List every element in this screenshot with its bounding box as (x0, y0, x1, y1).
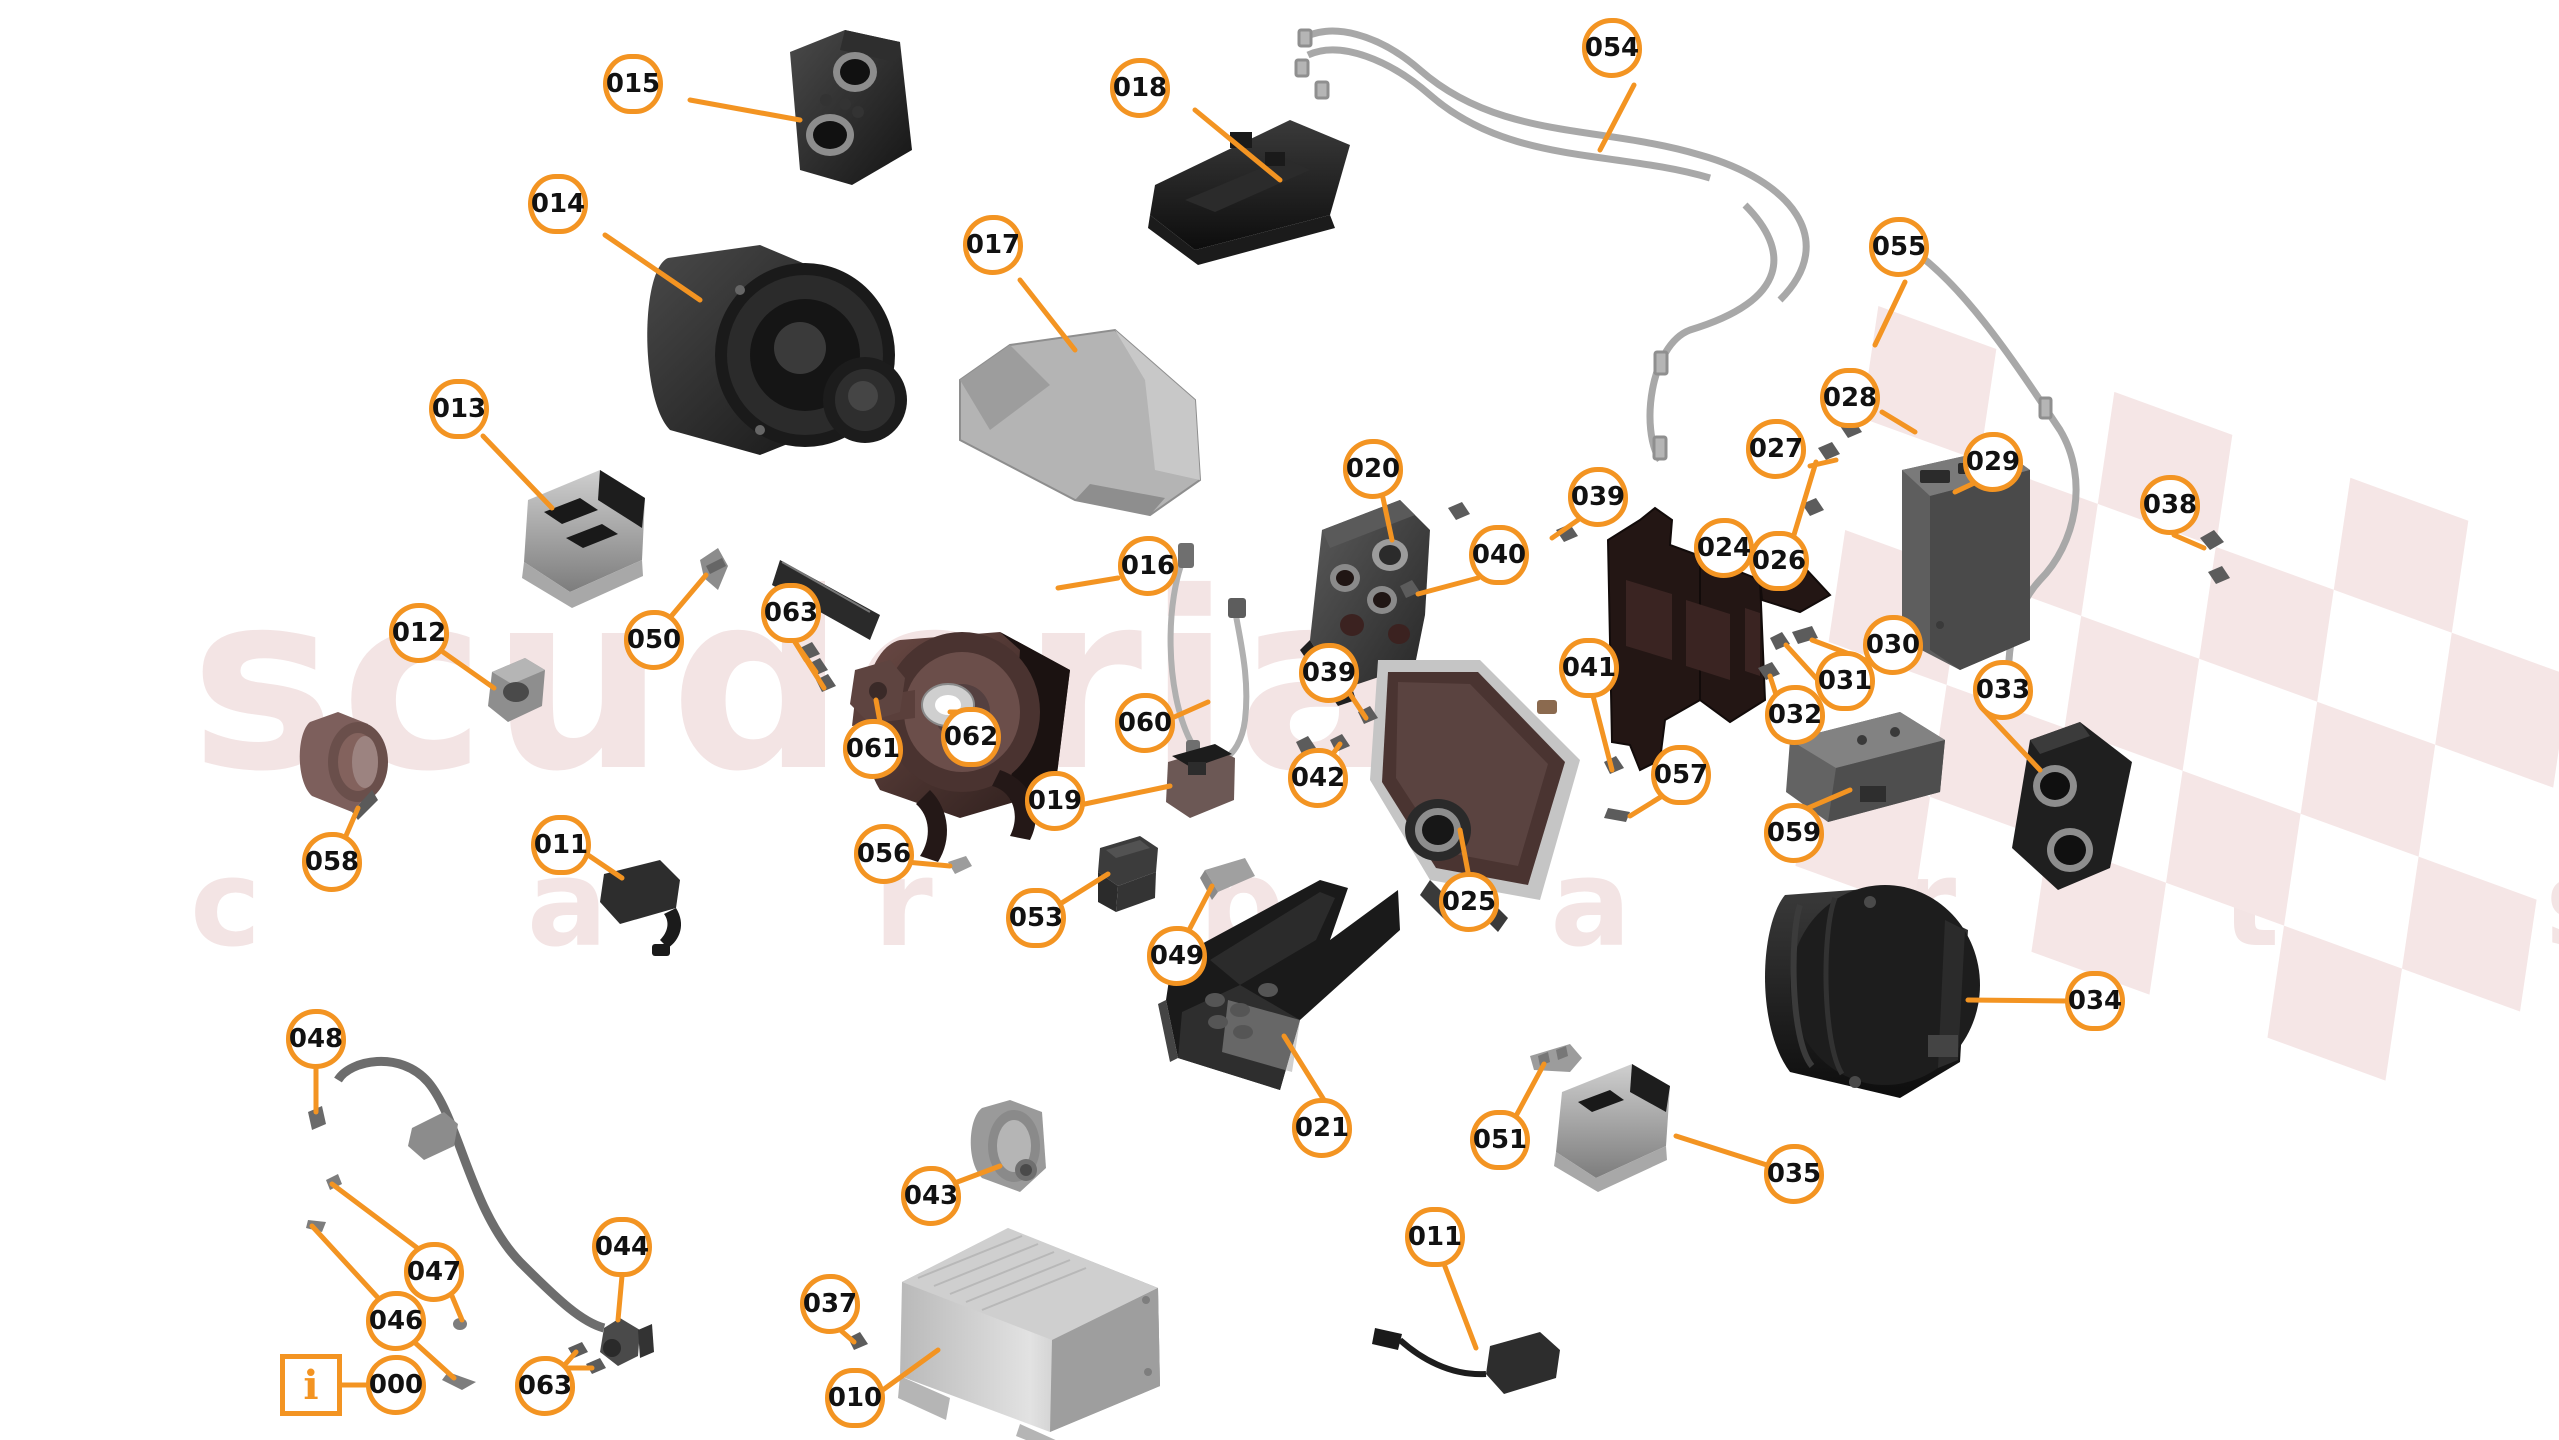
callout-bubble-fixing-screw[interactable]: 041 (1559, 638, 1619, 698)
callout-bubble-navigation-display-unit[interactable]: 025 (1439, 872, 1499, 932)
callout-bubble-fixing-screw[interactable]: 042 (1288, 748, 1348, 808)
part-043-speaker-unit (970, 1100, 1046, 1192)
part-017-air-duct (959, 328, 1202, 517)
callout-bubble-fixing-screw[interactable]: 027 (1746, 419, 1806, 479)
part-013-switch-block (522, 470, 645, 608)
callout-bubble-clock-spring-contact[interactable]: 061 (843, 719, 903, 779)
part-010-amplifier-unit (898, 1228, 1160, 1440)
callout-bubble-fixing-screw[interactable]: 026 (1749, 531, 1809, 591)
callout-bubble-window-switch-block[interactable]: 013 (429, 379, 489, 439)
cable-connector-mid (1228, 598, 1246, 618)
callout-bubble-fixing-screw[interactable]: 039 (1299, 643, 1359, 703)
callout-bubble-windscreen-air-duct[interactable]: 017 (963, 215, 1023, 275)
part-035-switch-block (1554, 1064, 1670, 1192)
part-049-trim-blank (1200, 858, 1255, 900)
part-034-subwoofer-enclosure (1765, 885, 1980, 1098)
bracket-cutouts (1626, 580, 1760, 680)
callout-bubble-usb-aux-connector-cable[interactable]: 011 (531, 815, 591, 875)
callout-bubble-information-reference[interactable]: 000 (366, 1355, 426, 1415)
callout-bubble-trim-blank-cover[interactable]: 049 (1147, 926, 1207, 986)
callout-bubble-fixing-screw-set[interactable]: 063 (761, 583, 821, 643)
callout-bubble-subwoofer-enclosure[interactable]: 034 (2065, 971, 2125, 1031)
callout-bubble-steering-column-switch-unit[interactable]: 016 (1118, 536, 1178, 596)
callout-bubble-retaining-ring[interactable]: 062 (941, 707, 1001, 767)
part-021-centre-console (1158, 880, 1400, 1090)
callout-bubble-door-speaker-grille-trim[interactable]: 015 (603, 54, 663, 114)
callout-bubble-retaining-clip[interactable]: 051 (1470, 1110, 1530, 1170)
callout-bubble-antenna-cable-short[interactable]: 055 (1869, 217, 1929, 277)
cable-connector-end (1178, 543, 1194, 568)
callout-bubble-fixing-screw-set[interactable]: 063 (515, 1356, 575, 1416)
callout-bubble-woofer-speaker-assembly[interactable]: 014 (528, 174, 588, 234)
part-061-clock-spring (850, 660, 905, 722)
part-011-usb-cable-lower (1372, 1328, 1560, 1394)
callout-bubble-fixing-screw[interactable]: 031 (1815, 651, 1875, 711)
callout-bubble-fixing-screw[interactable]: 040 (1469, 525, 1529, 585)
callout-bubble-control-unit-module[interactable]: 059 (1764, 803, 1824, 863)
callout-bubble-display-mounting-bracket[interactable]: 024 (1694, 518, 1754, 578)
callout-bubble-fixing-screw[interactable]: 039 (1568, 467, 1628, 527)
callout-bubble-usb-aux-connector-cable[interactable]: 011 (1405, 1207, 1465, 1267)
callout-bubble-connector-cable[interactable]: 060 (1115, 693, 1175, 753)
part-033-rear-speaker-grille (2012, 722, 2132, 890)
callout-bubble-rear-speaker-grille-trim[interactable]: 033 (1973, 660, 2033, 720)
part-060-connector-cable (1167, 553, 1250, 764)
callout-bubble-fixing-pin[interactable]: 046 (366, 1291, 426, 1351)
callout-bubble-push-button-switch[interactable]: 053 (1006, 888, 1066, 948)
part-048-044-cable-harness (308, 1056, 654, 1366)
callout-bubble-climate-control-panel[interactable]: 020 (1343, 439, 1403, 499)
callout-bubble-amplifier-module[interactable]: 029 (1963, 432, 2023, 492)
part-056-retaining-clip (948, 856, 972, 874)
callout-bubble-fixing-screw[interactable]: 057 (1651, 745, 1711, 805)
callout-bubble-fixing-screw[interactable]: 032 (1765, 685, 1825, 745)
part-011-usb-cable-upper (600, 860, 682, 956)
callout-bubble-tweeter-speaker-trim[interactable]: 012 (389, 603, 449, 663)
part-053-push-button-switch (1098, 836, 1158, 912)
callout-bubble-fixing-screw[interactable]: 038 (2140, 475, 2200, 535)
callout-bubble-fixing-screw[interactable]: 037 (800, 1274, 860, 1334)
callout-bubble-retaining-clip[interactable]: 050 (624, 610, 684, 670)
callout-bubble-antenna-cable-long[interactable]: 054 (1582, 18, 1642, 78)
part-018-overhead-console (1148, 120, 1350, 265)
cable-clips (1294, 28, 2053, 461)
part-019-switch-module (1166, 744, 1235, 818)
callout-bubble-mid-range-speaker[interactable]: 058 (302, 832, 362, 892)
callout-bubble-centre-console-tunnel-trim[interactable]: 021 (1292, 1098, 1352, 1158)
part-050-retaining-clip (700, 548, 728, 590)
part-012-tweeter-trim (488, 658, 545, 722)
callout-bubble-fixing-screw[interactable]: 028 (1820, 368, 1880, 428)
callout-bubble-midrange-speaker-unit[interactable]: 043 (901, 1166, 961, 1226)
callout-bubble-cable-grommet[interactable]: 048 (286, 1009, 346, 1069)
part-015-speaker-grille (790, 30, 912, 185)
part-058-midrange-speaker (299, 712, 388, 820)
callout-bubble-fixing-nut-and-stud[interactable]: 047 (404, 1242, 464, 1302)
callout-bubble-window-switch-block[interactable]: 035 (1764, 1144, 1824, 1204)
callout-bubble-amplifier-unit[interactable]: 010 (825, 1368, 885, 1428)
part-025-navigation-display (1370, 660, 1580, 932)
information-icon: i (303, 1361, 319, 1409)
callout-bubble-switch-module[interactable]: 019 (1025, 771, 1085, 831)
callout-bubble-overhead-console-light-unit[interactable]: 018 (1110, 58, 1170, 118)
part-014-woofer-speaker (647, 245, 907, 455)
callout-bubble-microphone-unit[interactable]: 044 (592, 1217, 652, 1277)
part-051-retaining-clip (1530, 1044, 1582, 1072)
information-icon-box[interactable]: i (280, 1354, 342, 1416)
callout-bubble-retaining-clip[interactable]: 056 (854, 824, 914, 884)
